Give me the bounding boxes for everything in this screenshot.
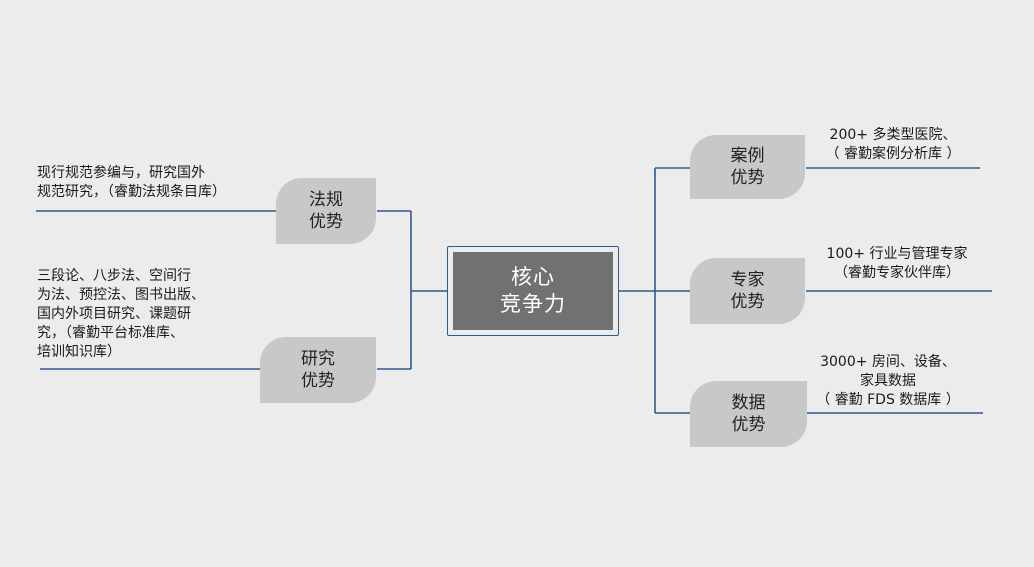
node-case-label-line1: 案例 <box>730 146 765 166</box>
research-desc-line: 培训知识库） <box>37 344 121 360</box>
node-law-label-line2: 优势 <box>309 212 343 232</box>
center-label-line2: 竞争力 <box>500 292 566 316</box>
data-desc-line: （ 睿勤 FDS 数据库 ） <box>816 392 960 408</box>
data-desc-line: 家具数据 <box>860 373 916 389</box>
node-data-label-line2: 优势 <box>731 415 766 435</box>
law-desc-line: 现行规范参编与，研究国外 <box>37 165 205 181</box>
case-desc-line: （ 睿勤案例分析库 ） <box>825 146 961 162</box>
research-desc-line: 为法、预控法、图书出版、 <box>37 287 205 303</box>
research-desc-line: 三段论、八步法、空间行 <box>37 268 191 284</box>
law-description: 现行规范参编与，研究国外 规范研究，（睿勤法规条目库） <box>37 164 226 202</box>
research-desc-line: 国内外项目研究、课题研 <box>37 306 191 322</box>
expert-description: 100+ 行业与管理专家 （睿勤专家伙伴库） <box>812 245 982 283</box>
node-expert-label-line1: 专家 <box>730 270 765 290</box>
expert-desc-line: 100+ 行业与管理专家 <box>826 246 968 262</box>
node-data-advantage: 数据 优势 <box>690 381 807 447</box>
node-law-label-line1: 法规 <box>309 190 343 210</box>
law-desc-line: 规范研究，（睿勤法规条目库） <box>37 184 226 200</box>
node-research-label-line2: 优势 <box>301 371 335 391</box>
case-description: 200+ 多类型医院、 （ 睿勤案例分析库 ） <box>812 126 974 164</box>
research-description: 三段论、八步法、空间行 为法、预控法、图书出版、 国内外项目研究、课题研 究，（… <box>37 267 205 362</box>
node-expert-advantage: 专家 优势 <box>690 258 805 324</box>
node-law-advantage: 法规 优势 <box>276 178 376 244</box>
node-case-label-line2: 优势 <box>730 168 765 188</box>
node-case-advantage: 案例 优势 <box>690 135 805 199</box>
node-expert-label-line2: 优势 <box>730 292 765 312</box>
center-label-line1: 核心 <box>511 265 555 289</box>
node-research-advantage: 研究 优势 <box>260 337 376 403</box>
expert-desc-line: （睿勤专家伙伴库） <box>834 265 960 281</box>
case-desc-line: 200+ 多类型医院、 <box>829 127 957 143</box>
center-node: 核心 竞争力 <box>447 246 619 336</box>
research-desc-line: 究，（睿勤平台标准库、 <box>37 325 184 341</box>
data-description: 3000+ 房间、设备、 家具数据 （ 睿勤 FDS 数据库 ） <box>808 353 968 410</box>
node-data-label-line1: 数据 <box>731 393 766 413</box>
node-research-label-line1: 研究 <box>301 349 335 369</box>
center-node-fill: 核心 竞争力 <box>453 252 613 330</box>
data-desc-line: 3000+ 房间、设备、 <box>820 354 956 370</box>
